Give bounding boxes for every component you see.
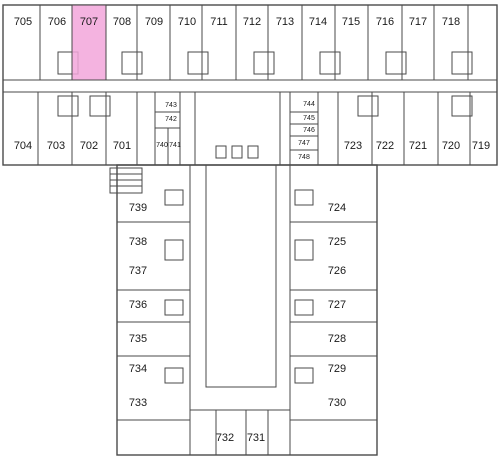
room-748[interactable]: 748 [298,154,310,161]
room-713[interactable]: 713 [276,16,294,28]
room-730[interactable]: 730 [328,397,346,409]
room-733[interactable]: 733 [129,397,147,409]
room-707-highlight [72,5,106,80]
room-707[interactable]: 707 [80,16,98,28]
room-726[interactable]: 726 [328,265,346,277]
room-710[interactable]: 710 [178,16,196,28]
room-702[interactable]: 702 [80,140,98,152]
room-723[interactable]: 723 [344,140,362,152]
room-717[interactable]: 717 [409,16,427,28]
room-725[interactable]: 725 [328,236,346,248]
room-708[interactable]: 708 [113,16,131,28]
room-739[interactable]: 739 [129,202,147,214]
atrium [205,164,277,388]
room-711[interactable]: 711 [210,16,228,28]
room-705[interactable]: 705 [14,16,32,28]
room-706[interactable]: 706 [48,16,66,28]
room-701[interactable]: 701 [113,140,131,152]
room-741[interactable]: 741 [169,142,181,149]
room-734[interactable]: 734 [129,363,147,375]
room-724[interactable]: 724 [328,202,346,214]
room-718[interactable]: 718 [442,16,460,28]
room-735[interactable]: 735 [129,333,147,345]
room-740[interactable]: 740 [156,142,168,149]
room-743[interactable]: 743 [165,102,177,109]
room-704[interactable]: 704 [14,140,32,152]
room-715[interactable]: 715 [342,16,360,28]
room-738[interactable]: 738 [129,236,147,248]
room-747[interactable]: 747 [298,140,310,147]
room-744[interactable]: 744 [303,101,315,108]
room-720[interactable]: 720 [442,140,460,152]
room-745[interactable]: 745 [303,115,315,122]
room-729[interactable]: 729 [328,363,346,375]
room-742[interactable]: 742 [165,116,177,123]
room-731[interactable]: 731 [247,432,265,444]
room-736[interactable]: 736 [129,299,147,311]
room-737[interactable]: 737 [129,265,147,277]
room-714[interactable]: 714 [309,16,327,28]
room-703[interactable]: 703 [47,140,65,152]
room-712[interactable]: 712 [243,16,261,28]
room-721[interactable]: 721 [409,140,427,152]
room-732[interactable]: 732 [216,432,234,444]
room-719[interactable]: 719 [472,140,490,152]
room-709[interactable]: 709 [145,16,163,28]
room-728[interactable]: 728 [328,333,346,345]
room-727[interactable]: 727 [328,299,346,311]
room-746[interactable]: 746 [303,127,315,134]
room-716[interactable]: 716 [376,16,394,28]
room-722[interactable]: 722 [376,140,394,152]
